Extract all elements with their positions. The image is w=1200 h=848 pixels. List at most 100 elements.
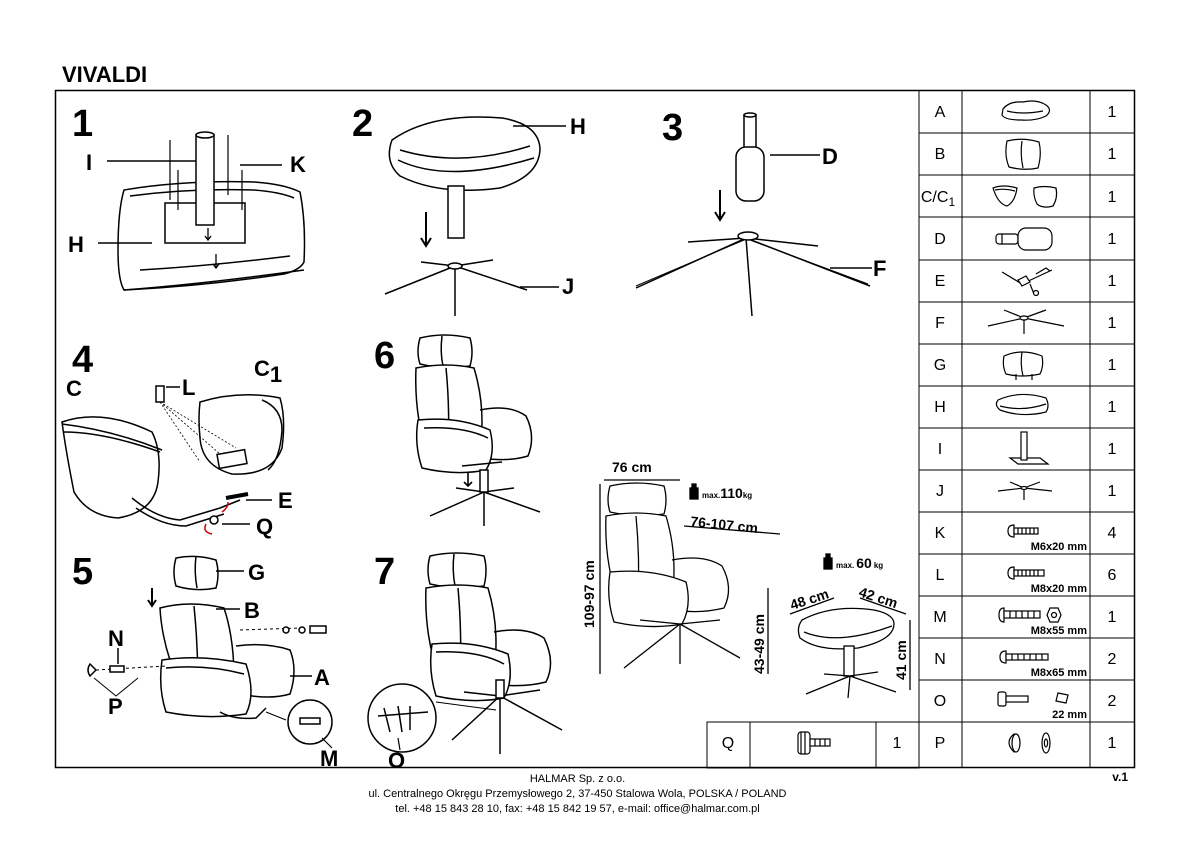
- dim-depth: 76-107 cm: [690, 513, 759, 536]
- part-specs: M6x20 mm M8x20 mm M8x55 mm M8x65 mm 22 m…: [1031, 541, 1087, 721]
- part-code-h: H: [934, 399, 946, 416]
- stool-post-icon: [1008, 431, 1050, 465]
- step-2-labels: H J: [562, 114, 586, 299]
- part-qty-k: 4: [1108, 525, 1117, 542]
- part-spec-l: M8x20 mm: [1031, 583, 1087, 595]
- gas-lift-icon: [995, 227, 1053, 251]
- step-3-labels: D F: [822, 144, 886, 281]
- dim-width: 76 cm: [612, 459, 652, 475]
- part-qty-f: 1: [1108, 315, 1117, 332]
- stool-dimensions-drawing: [789, 553, 911, 699]
- callout-h: H: [68, 232, 84, 257]
- part-qty-c: 1: [1108, 189, 1117, 206]
- dim-stool-depth: 42 cm: [857, 584, 900, 611]
- armrest-cushion-icon: [1001, 100, 1051, 121]
- parts-table: [706, 90, 1135, 769]
- callout-h-2: H: [570, 114, 586, 139]
- footer-company: HALMAR Sp. z o.o.: [529, 773, 626, 785]
- part-qty-g: 1: [1108, 357, 1117, 374]
- bolt-nut-icon: [998, 607, 1062, 623]
- callout-p: P: [108, 694, 123, 719]
- part-code-g: G: [934, 357, 946, 374]
- step-5-drawing: [87, 555, 333, 749]
- part-codes: A B C/C1 D E F G H I J K L M N O P Q: [722, 104, 956, 752]
- callout-q: Q: [256, 514, 273, 539]
- chair-dimensions: 76 cm 76-107 cm 109-97 cm 43-49 cm max.1…: [581, 459, 767, 674]
- step-6-number: 6: [374, 335, 395, 377]
- part-code-q: Q: [722, 735, 734, 752]
- callout-m: M: [320, 746, 338, 771]
- callout-n: N: [108, 626, 124, 651]
- callout-c1: C1: [254, 356, 282, 387]
- part-code-f: F: [935, 315, 945, 332]
- footer-contact: tel. +48 15 843 28 10, fax: +48 15 842 1…: [395, 803, 760, 815]
- part-qty-l: 6: [1108, 567, 1117, 584]
- part-code-n: N: [934, 651, 946, 668]
- side-panels-icon: [992, 185, 1058, 208]
- part-qty-o: 2: [1108, 693, 1117, 710]
- step-2-drawing: [384, 116, 566, 316]
- screw-icon: [1007, 524, 1039, 538]
- part-code-a: A: [935, 104, 946, 121]
- step-numbers: 1 2 3 4 5 6 7: [72, 103, 683, 593]
- dim-stool-height: 41 cm: [893, 640, 909, 680]
- part-qty-q: 1: [893, 735, 902, 752]
- callout-b: B: [244, 598, 260, 623]
- callout-c: C: [66, 376, 82, 401]
- step-2-number: 2: [352, 103, 373, 145]
- part-spec-o: 22 mm: [1052, 709, 1087, 721]
- stool-base-icon: [997, 481, 1053, 500]
- part-code-l: L: [936, 567, 945, 584]
- part-code-p: P: [935, 735, 946, 752]
- step-6-drawing: [415, 334, 541, 526]
- part-qty-p: 1: [1108, 735, 1117, 752]
- screw-icon: [1007, 566, 1045, 580]
- part-spec-k: M6x20 mm: [1031, 541, 1087, 553]
- step-5-number: 5: [72, 551, 93, 593]
- callout-e: E: [278, 488, 293, 513]
- part-spec-m: M8x55 mm: [1031, 625, 1087, 637]
- part-code-o: O: [934, 693, 946, 710]
- callout-k: K: [290, 152, 306, 177]
- step-3-drawing: [635, 112, 872, 317]
- callout-g: G: [248, 560, 265, 585]
- callout-j: J: [562, 274, 574, 299]
- step-1-number: 1: [72, 103, 93, 145]
- part-qty-n: 2: [1108, 651, 1117, 668]
- part-spec-n: M8x65 mm: [1031, 667, 1087, 679]
- part-qty-b: 1: [1108, 146, 1117, 163]
- callout-a: A: [314, 665, 330, 690]
- version-label: v.1: [1112, 770, 1128, 784]
- footer-address: ul. Centralnego Okręgu Przemysłowego 2, …: [368, 788, 787, 800]
- screw-icon: [999, 650, 1049, 664]
- step-7-drawing: [367, 552, 563, 754]
- callout-f: F: [873, 256, 886, 281]
- part-qty-h: 1: [1108, 399, 1117, 416]
- part-qty-m: 1: [1108, 609, 1117, 626]
- part-code-i: I: [938, 441, 942, 458]
- step-5-labels: G B A N P M: [108, 560, 338, 771]
- part-qty-i: 1: [1108, 441, 1117, 458]
- callout-o: O: [388, 748, 405, 773]
- part-code-b: B: [935, 146, 946, 163]
- footstool-cushion-icon: [995, 393, 1049, 416]
- part-qty-j: 1: [1108, 483, 1117, 500]
- part-code-k: K: [935, 525, 946, 542]
- step-7-number: 7: [374, 551, 395, 593]
- backrest-icon: [1005, 138, 1041, 170]
- step-4-drawing: [61, 385, 285, 535]
- part-qty-d: 1: [1108, 231, 1117, 248]
- part-qty-a: 1: [1108, 104, 1117, 121]
- dim-stool-width: 48 cm: [788, 585, 831, 612]
- part-quantities: 1 1 1 1 1 1 1 1 1 1 4 6 1 2 2 1 1: [893, 104, 1117, 752]
- part-code-c: C/C1: [921, 189, 956, 209]
- part-icons: [797, 100, 1069, 755]
- chair-dimensions-drawing: [599, 479, 781, 674]
- part-code-m: M: [933, 609, 946, 626]
- chair-base-icon: [987, 309, 1065, 334]
- step-3-number: 3: [662, 107, 683, 149]
- mechanism-icon: [1001, 267, 1053, 297]
- document-title: VIVALDI: [62, 62, 148, 87]
- step-4-labels: C C1 L E Q: [66, 356, 293, 539]
